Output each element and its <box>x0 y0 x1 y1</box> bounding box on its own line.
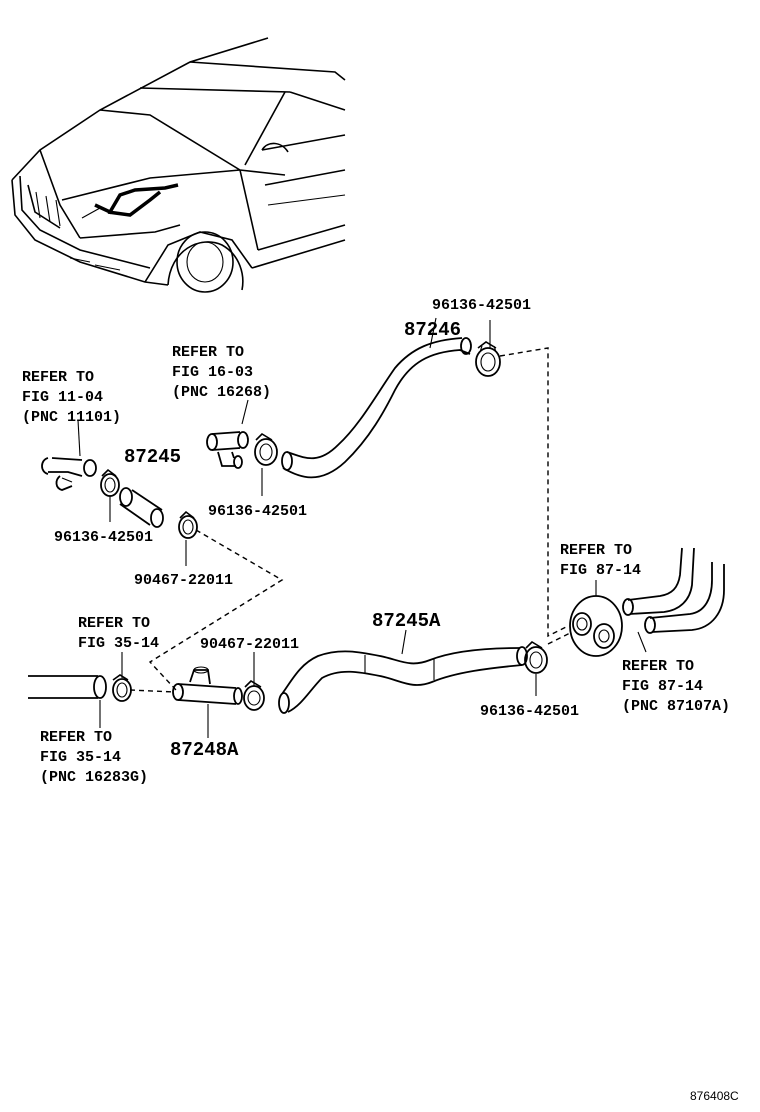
clamp-icon-35-14 <box>112 674 132 702</box>
refer-11-04-line1: REFER TO <box>22 369 94 386</box>
refer-11-04-line3: (PNC 11101) <box>22 409 121 426</box>
heater-pipes <box>622 547 725 634</box>
hose-87245A <box>278 646 528 714</box>
refer-35-14-top-line1: REFER TO <box>78 615 150 632</box>
part-number-clamp-left: 96136-42501 <box>54 529 153 546</box>
refer-87-14-top-line2: FIG 87-14 <box>560 562 641 579</box>
refer-16-03-line3: (PNC 16268) <box>172 384 271 401</box>
part-number-clamp-mid: 96136-42501 <box>208 503 307 520</box>
clamp-icon-left <box>100 468 120 497</box>
refer-87-14-top-line1: REFER TO <box>560 542 632 559</box>
refer-fig-35-14-bottom: REFER TO FIG 35-14 (PNC 16283G) <box>40 729 148 786</box>
figure-code: 876408C <box>690 1089 739 1103</box>
refer-35-14-bottom-line2: FIG 35-14 <box>40 749 121 766</box>
clamp-icon-mid <box>254 432 278 466</box>
refer-fig-35-14-top: REFER TO FIG 35-14 <box>78 615 159 652</box>
hose-87245 <box>119 487 164 528</box>
part-number-87246: 87246 <box>404 319 461 341</box>
refer-87-14-bottom-line2: FIG 87-14 <box>622 678 703 695</box>
part-number-clamp-right-lower: 96136-42501 <box>480 703 579 720</box>
car-illustration <box>11 37 346 293</box>
clamp-icon-top-right <box>475 341 501 377</box>
leader-lines <box>77 317 647 738</box>
refer-16-03-line1: REFER TO <box>172 344 244 361</box>
t-joint-87248A <box>172 666 243 705</box>
refer-87-14-bottom-line1: REFER TO <box>622 658 694 675</box>
refer-fig-87-14-top: REFER TO FIG 87-14 <box>560 542 641 579</box>
refer-fig-16-03: REFER TO FIG 16-03 (PNC 16268) <box>172 344 271 401</box>
part-number-87245: 87245 <box>124 446 181 468</box>
dashed-connector-lines <box>129 347 573 693</box>
refer-87-14-bottom-line3: (PNC 87107A) <box>622 698 730 715</box>
refer-35-14-top-line2: FIG 35-14 <box>78 635 159 652</box>
clamp-icon-right-lower <box>524 640 548 674</box>
refer-35-14-bottom-line3: (PNC 16283G) <box>40 769 148 786</box>
refer-35-14-bottom-line1: REFER TO <box>40 729 112 746</box>
hose-refer-35-14 <box>28 675 107 699</box>
part-number-clamp-top-right: 96136-42501 <box>432 297 531 314</box>
clip-icon-left <box>178 510 198 539</box>
part-number-clip-left: 90467-22011 <box>134 572 233 589</box>
part-number-87248A: 87248A <box>170 739 239 761</box>
grommet-plate <box>569 595 623 657</box>
refer-fig-11-04: REFER TO FIG 11-04 (PNC 11101) <box>22 369 121 426</box>
hose-87246 <box>281 337 472 479</box>
refer-16-03-line2: FIG 16-03 <box>172 364 253 381</box>
t-joint-16-03 <box>206 431 249 469</box>
refer-11-04-line2: FIG 11-04 <box>22 389 103 406</box>
pipe-elbow-left <box>41 457 97 491</box>
part-number-clip-mid: 90467-22011 <box>200 636 299 653</box>
part-number-87245A: 87245A <box>372 610 441 632</box>
refer-fig-87-14-bottom: REFER TO FIG 87-14 (PNC 87107A) <box>622 658 730 715</box>
